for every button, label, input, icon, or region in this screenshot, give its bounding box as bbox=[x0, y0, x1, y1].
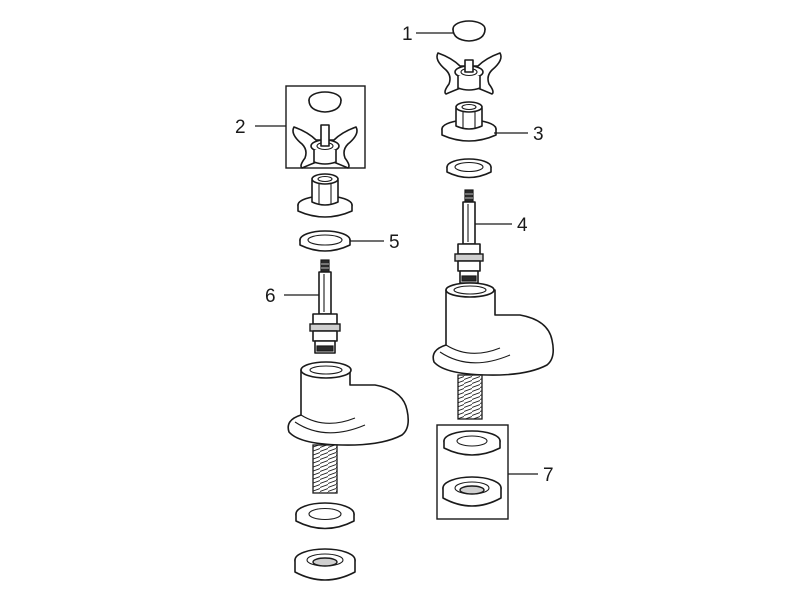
cross-handle-right bbox=[436, 52, 502, 95]
callout-1: 1 bbox=[402, 24, 413, 45]
threaded-shank-left bbox=[312, 444, 338, 494]
handle-kit-left bbox=[285, 85, 366, 169]
fixing-washer-left bbox=[295, 502, 355, 530]
right-tap-assembly bbox=[432, 20, 554, 520]
callout-4: 4 bbox=[517, 215, 528, 236]
indice-cap-right bbox=[452, 20, 486, 42]
callout-3: 3 bbox=[533, 124, 544, 145]
back-nut-left bbox=[294, 548, 356, 581]
threaded-shank-right bbox=[457, 374, 483, 420]
callout-leaders bbox=[255, 32, 538, 475]
washer-right-upper bbox=[446, 158, 492, 179]
callout-6: 6 bbox=[265, 286, 276, 307]
shroud-nut-right bbox=[441, 101, 497, 142]
fixing-kit-right bbox=[436, 424, 509, 520]
headwork-spindle-left bbox=[309, 259, 341, 354]
tap-body-left bbox=[287, 361, 409, 446]
callout-2: 2 bbox=[235, 117, 246, 138]
tap-body-right bbox=[432, 282, 554, 376]
callout-5: 5 bbox=[389, 232, 400, 253]
headwork-spindle-right bbox=[454, 189, 484, 284]
callout-labels: 1 2 3 4 5 6 7 bbox=[235, 24, 554, 486]
washer-left-upper bbox=[299, 230, 351, 252]
left-tap-assembly bbox=[285, 85, 409, 581]
callout-7: 7 bbox=[543, 465, 554, 486]
shroud-nut-left bbox=[297, 173, 353, 218]
